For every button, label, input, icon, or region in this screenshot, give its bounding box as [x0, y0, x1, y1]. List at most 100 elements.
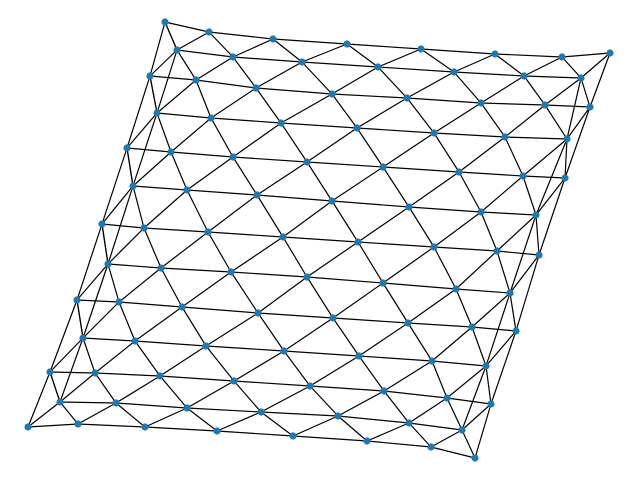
- graph-edge: [160, 267, 183, 308]
- graph-edge: [170, 151, 234, 158]
- graph-edge: [77, 402, 117, 425]
- graph-edge: [134, 306, 183, 342]
- graph-node: [178, 303, 186, 311]
- graph-edge: [346, 43, 379, 68]
- graph-edge: [561, 56, 582, 79]
- graph-edge: [357, 241, 384, 284]
- graph-edge: [156, 79, 197, 114]
- graph-edge: [408, 422, 432, 448]
- graph-edge: [306, 276, 384, 284]
- graph-edge: [256, 161, 308, 196]
- graph-node: [493, 247, 501, 255]
- graph-edge: [27, 371, 51, 428]
- graph-edge: [132, 185, 145, 229]
- graph-node: [131, 337, 139, 345]
- graph-edge: [356, 97, 408, 129]
- graph-node: [140, 224, 148, 232]
- graph-edge: [126, 75, 151, 149]
- graph-edge: [455, 250, 498, 290]
- graph-edge: [260, 411, 294, 437]
- graph-node: [229, 53, 237, 61]
- graph-edge: [406, 97, 435, 134]
- graph-edge: [420, 48, 496, 55]
- graph-edge: [356, 127, 435, 134]
- graph-edge: [207, 231, 232, 273]
- graph-edge: [331, 93, 408, 99]
- graph-edge: [431, 360, 448, 399]
- graph-edge: [301, 61, 333, 95]
- graph-edge: [195, 79, 212, 119]
- graph-edge: [186, 380, 235, 409]
- graph-edge: [101, 223, 145, 229]
- graph-edge: [256, 194, 284, 238]
- graph-edge: [544, 104, 591, 108]
- graph-edge: [377, 66, 408, 99]
- graph-node: [404, 319, 412, 327]
- graph-edge: [564, 106, 591, 179]
- graph-edge: [420, 48, 455, 73]
- graph-node: [563, 135, 571, 143]
- graph-edge: [256, 194, 333, 202]
- graph-node: [334, 412, 342, 420]
- graph-edge: [337, 390, 385, 417]
- graph-edge: [143, 227, 162, 269]
- graph-edge: [195, 56, 234, 81]
- graph-node: [227, 268, 235, 276]
- graph-edge: [589, 52, 611, 108]
- graph-edge: [433, 246, 457, 290]
- graph-node: [487, 400, 495, 408]
- graph-node: [355, 352, 363, 360]
- graph-edges: [27, 21, 611, 459]
- graph-edge: [504, 136, 524, 177]
- graph-edge: [566, 77, 582, 140]
- graph-edge: [76, 299, 84, 339]
- graph-edge: [156, 112, 172, 153]
- graph-edge: [331, 166, 384, 202]
- graph-edge: [76, 299, 120, 303]
- graph-node: [428, 357, 436, 365]
- graph-node: [403, 94, 411, 102]
- graph-node: [328, 197, 336, 205]
- graph-edge: [159, 375, 235, 382]
- graph-edge: [230, 271, 259, 314]
- graph-edge: [115, 402, 188, 409]
- graph-edge: [332, 317, 409, 324]
- graph-node: [477, 208, 485, 216]
- graph-edge: [159, 345, 207, 377]
- graph-edge: [134, 340, 161, 377]
- graph-node: [229, 153, 237, 161]
- graph-node: [577, 74, 585, 82]
- graph-edge: [216, 430, 294, 437]
- graph-edge: [480, 175, 524, 213]
- graph-edge: [431, 326, 473, 362]
- graph-edge: [407, 288, 457, 324]
- graph-edge: [458, 136, 506, 173]
- graph-edge: [406, 97, 482, 104]
- graph-node: [363, 437, 371, 445]
- graph-edge: [59, 337, 84, 403]
- graph-node: [417, 45, 425, 53]
- graph-edge: [132, 112, 158, 187]
- graph-edge: [408, 206, 482, 213]
- graph-edge: [115, 375, 161, 404]
- graph-edge: [210, 117, 282, 124]
- graph-edge: [382, 166, 410, 208]
- graph-node: [230, 377, 238, 385]
- graph-node: [343, 40, 351, 48]
- graph-edge: [461, 403, 492, 431]
- graph-edge: [309, 385, 339, 417]
- graph-edge: [301, 61, 379, 68]
- graph-node: [532, 211, 540, 219]
- graph-edge: [208, 31, 274, 40]
- graph-node: [280, 347, 288, 355]
- graph-edge: [207, 231, 284, 238]
- graph-edge: [59, 401, 117, 404]
- graph-edge: [134, 340, 207, 347]
- graph-edge: [480, 75, 525, 104]
- graph-node: [213, 427, 221, 435]
- graph-edge: [186, 189, 258, 196]
- graph-node: [443, 394, 451, 402]
- graph-edge: [186, 407, 262, 413]
- graph-edge: [59, 372, 96, 403]
- graph-edge: [509, 254, 540, 294]
